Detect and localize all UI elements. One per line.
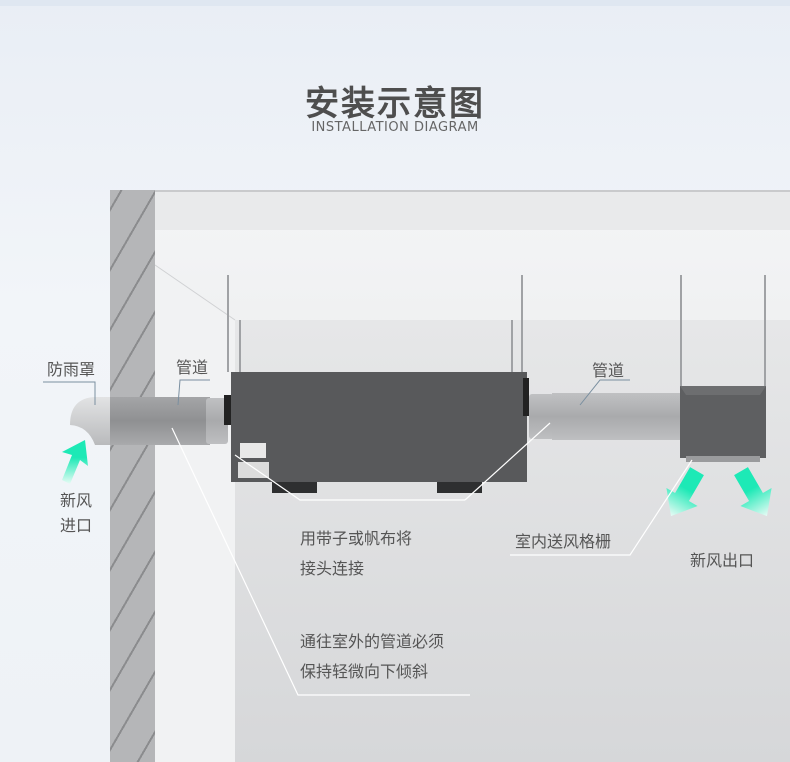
joint-note: 用带子或帆布将 [300,529,413,548]
leader-line [177,379,210,406]
leader-line [43,381,96,405]
outlet-arrow-icon [734,467,772,517]
leader-line [171,427,470,696]
slope-note: 保持轻微向下倾斜 [300,662,429,681]
leader-line [234,454,465,501]
ceiling [155,190,790,230]
inlet-arrow-icon [62,440,88,484]
duct-left [110,397,210,445]
fresh-air-inlet-label: 新风 [60,491,93,510]
page-subtitle: INSTALLATION DIAGRAM [311,120,479,135]
fresh-air-outlet-label: 新风出口 [690,551,755,570]
duct-connector [529,394,554,439]
joint-note: 接头连接 [300,559,365,578]
rain-hood [70,397,112,445]
unit-foot [272,482,317,493]
unit-foot [437,482,482,493]
exterior-wall [110,190,155,762]
leader-line [510,459,693,556]
leader-line [579,379,630,406]
page-title: 安装示意图 [305,84,485,124]
indoor-grille-box [680,386,766,458]
top-bar [0,0,790,6]
leader-line [464,422,551,501]
duct-connector [206,398,228,444]
ventilation-unit [231,372,527,482]
duct-right-label: 管道 [592,361,625,380]
duct-left-label: 管道 [176,358,209,377]
slope-note: 通往室外的管道必须 [300,632,445,651]
outlet-arrow-icon [666,467,704,517]
rain-hood-label: 防雨罩 [47,360,96,379]
fresh-air-inlet-label: 进口 [60,516,93,535]
duct-right [552,393,682,440]
indoor-grille-label: 室内送风格栅 [515,532,612,551]
ceiling-shadow [155,265,235,762]
